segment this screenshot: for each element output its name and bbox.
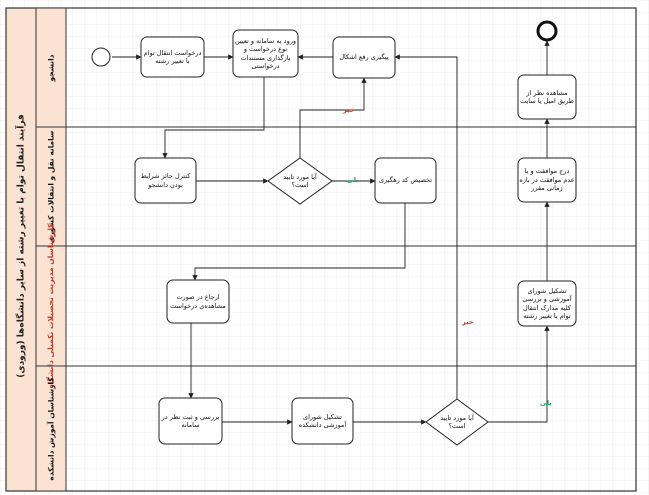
- task-council-fac: [291, 397, 354, 445]
- task-check-conditions: [134, 157, 197, 204]
- task-request: [140, 36, 205, 78]
- edge-approved2-no: [394, 54, 458, 399]
- task-review: [158, 397, 223, 445]
- edge-login-check: [162, 77, 265, 159]
- lane-header-edu: [35, 245, 67, 367]
- gateway-approved1: [267, 157, 333, 205]
- task-council-univ: [517, 280, 577, 327]
- task-refer: [166, 279, 230, 324]
- task-assign-code: [374, 157, 437, 204]
- pool-border: [5, 7, 637, 492]
- pool-header: [5, 7, 37, 492]
- gateway-approved2: [425, 398, 489, 446]
- task-view-result: [517, 74, 577, 120]
- task-final-approval: [517, 157, 577, 203]
- lane-header-org: [35, 126, 67, 247]
- edge-assign-refer: [192, 203, 406, 281]
- edge-approved1-no: [299, 77, 367, 158]
- lane-header-student: [35, 7, 67, 128]
- edge-approved2-yes: [487, 325, 550, 423]
- lane-header-faculty: [35, 365, 67, 492]
- task-followup: [332, 36, 396, 79]
- start-event: [91, 47, 111, 67]
- task-login: [232, 29, 299, 78]
- end-event: [536, 20, 558, 42]
